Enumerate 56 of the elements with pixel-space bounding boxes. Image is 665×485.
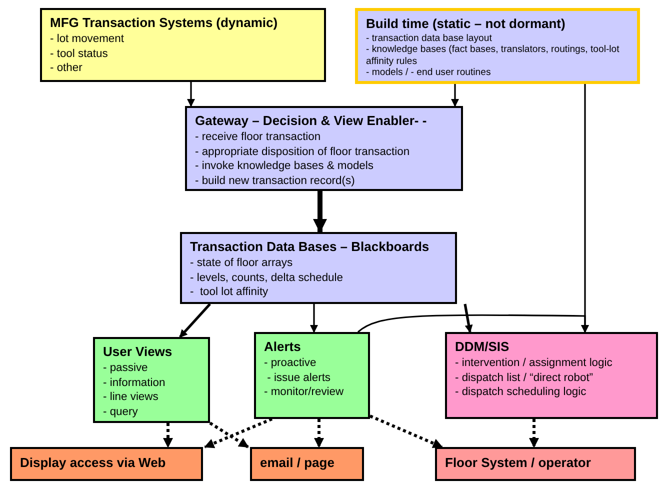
bullet-text: - tool status (50, 46, 109, 62)
bullet-text: - models / - end user routines (366, 67, 492, 79)
process-box (355, 8, 640, 84)
box-heading: Transaction Data Bases – Blackboards (190, 240, 430, 255)
bullet-text: - state of floor arrays (190, 256, 294, 270)
bullet-text: - information (103, 376, 166, 390)
dotted-arrow (529, 419, 539, 448)
box-heading: Alerts (264, 340, 302, 355)
arrow (310, 304, 318, 333)
bullet-text: - build new transaction record(s) (195, 174, 356, 188)
bullet-text: - proactive (264, 356, 318, 370)
process-box (254, 332, 370, 419)
dotted-arrow (314, 419, 324, 448)
bullet-text: - transaction data base layout (366, 32, 493, 44)
bullet-text: - receive floor transaction (195, 130, 322, 144)
box-heading: MFG Transaction Systems (dynamic) (50, 16, 279, 31)
output-box (250, 447, 364, 481)
bullet-text: - lot movement (50, 32, 125, 46)
bullet-text: - passive (103, 360, 149, 376)
box-heading: Gateway – Decision & View Enabler- - (195, 114, 428, 129)
arrow (464, 304, 473, 333)
bullet-text: - query (103, 404, 139, 420)
arrow (179, 303, 211, 338)
box-heading: Floor System / operator (445, 456, 592, 471)
process-box (185, 106, 463, 191)
box-heading: Build time (static – not dormant) (366, 17, 566, 32)
arrow (313, 191, 327, 233)
dotted-arrow (369, 414, 443, 448)
arrow (358, 314, 589, 333)
process-box (40, 8, 326, 82)
bullet-text: - line views (103, 390, 160, 405)
dotted-arrow (209, 422, 249, 448)
bullet-text: - monitor/review (264, 385, 345, 400)
box-heading: DDM/SIS (455, 340, 510, 355)
bullet-text: - dispatch scheduling logic (455, 385, 588, 400)
arrow (187, 82, 195, 107)
bullet-text: - dispatch list / “direct robot” (455, 370, 594, 386)
bullet-text: - tool lot affinity (190, 285, 270, 300)
bullet-text: - knowledge bases (fact bases, translators, routings, tool-lot affinity rules (366, 44, 620, 68)
box-heading: email / page (260, 456, 336, 471)
process-box (445, 332, 658, 419)
bullet-text: - issue alerts (266, 370, 332, 386)
arrow (451, 84, 459, 107)
bullet-text: - invoke knowledge bases & models (195, 159, 374, 174)
dotted-arrow (163, 423, 173, 448)
bullet-text: - levels, counts, delta schedule (190, 270, 344, 286)
bullet-text: - intervention / assignment logic (455, 356, 614, 370)
bullet-text: - appropriate disposition of floor transaction (195, 144, 411, 160)
dotted-arrow (204, 418, 273, 448)
box-heading: User Views (103, 345, 174, 360)
output-box (10, 447, 203, 481)
process-box (93, 337, 210, 423)
bullet-text: - other (50, 61, 84, 76)
output-box (435, 447, 636, 481)
process-box (180, 232, 457, 304)
box-heading: Display access via Web (20, 456, 167, 471)
